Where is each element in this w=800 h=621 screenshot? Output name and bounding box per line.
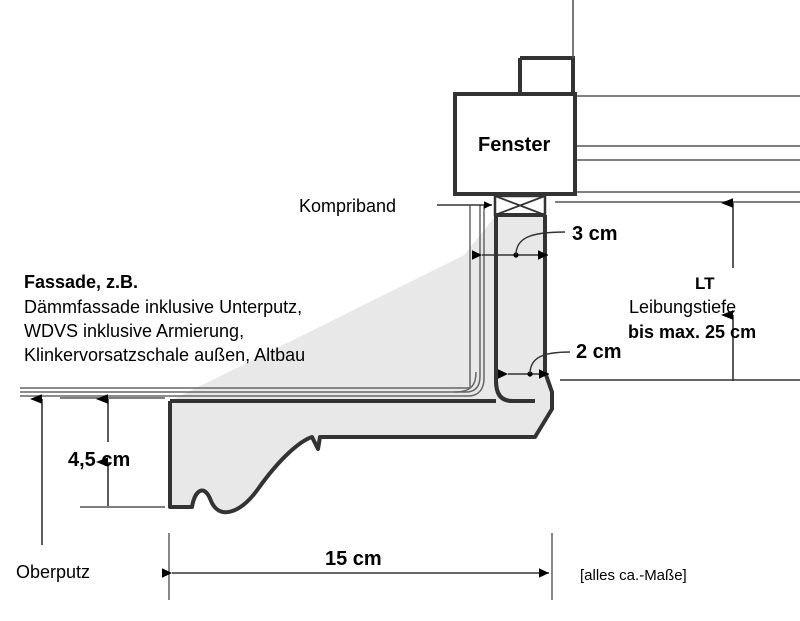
- facade-skin-inner: [20, 205, 481, 393]
- sill-profile-outline: [168, 215, 554, 515]
- dimension-3cm-label: 3 cm: [572, 223, 618, 245]
- oberputz-label: Oberputz: [16, 562, 90, 582]
- dimension-2cm-label: 2 cm: [576, 341, 622, 363]
- kompriband-element: [493, 194, 547, 217]
- measurement-note: [alles ca.-Maße]: [580, 567, 687, 584]
- facade-line-2: WDVS inklusive Armierung,: [24, 321, 244, 341]
- lt-name-label: Leibungstiefe: [629, 297, 736, 317]
- dimension-4-5cm: [60, 394, 165, 508]
- dim-2cm-leader: [529, 351, 571, 375]
- facade-line-1: Dämmfassade inklusive Unterputz,: [24, 297, 302, 317]
- facade-line-3: Klinkervorsatzschale außen, Altbau: [24, 345, 305, 365]
- window-frame-box: [453, 92, 577, 196]
- dimension-2cm: [498, 351, 571, 379]
- sill-profile-path: [168, 215, 554, 515]
- facade-heading: Fassade, z.B.: [24, 272, 138, 292]
- kompriband-label: Kompriband: [299, 196, 396, 216]
- lt-abbr-label: LT: [695, 274, 715, 293]
- dimension-3cm: [472, 231, 566, 260]
- jamb-outline-redraw: [494, 216, 547, 403]
- kompriband-cross-b: [494, 195, 546, 216]
- dimension-leibungstiefe: [560, 198, 800, 381]
- dim-3cm-leader: [515, 231, 566, 256]
- wall-layer-lines: [555, 95, 800, 203]
- facade-skin-corner: [454, 371, 477, 393]
- facade-skin-inner2: [20, 205, 485, 397]
- dimension-15cm: [162, 533, 553, 600]
- lt-limit-label: bis max. 25 cm: [628, 322, 756, 342]
- dimension-4-5cm-label: 4,5 cm: [68, 449, 130, 471]
- jamb-fill: [498, 217, 543, 400]
- window-label: Fenster: [478, 134, 550, 156]
- jamb-fillet-2: [494, 379, 514, 403]
- dimension-15cm-label: 15 cm: [325, 548, 382, 570]
